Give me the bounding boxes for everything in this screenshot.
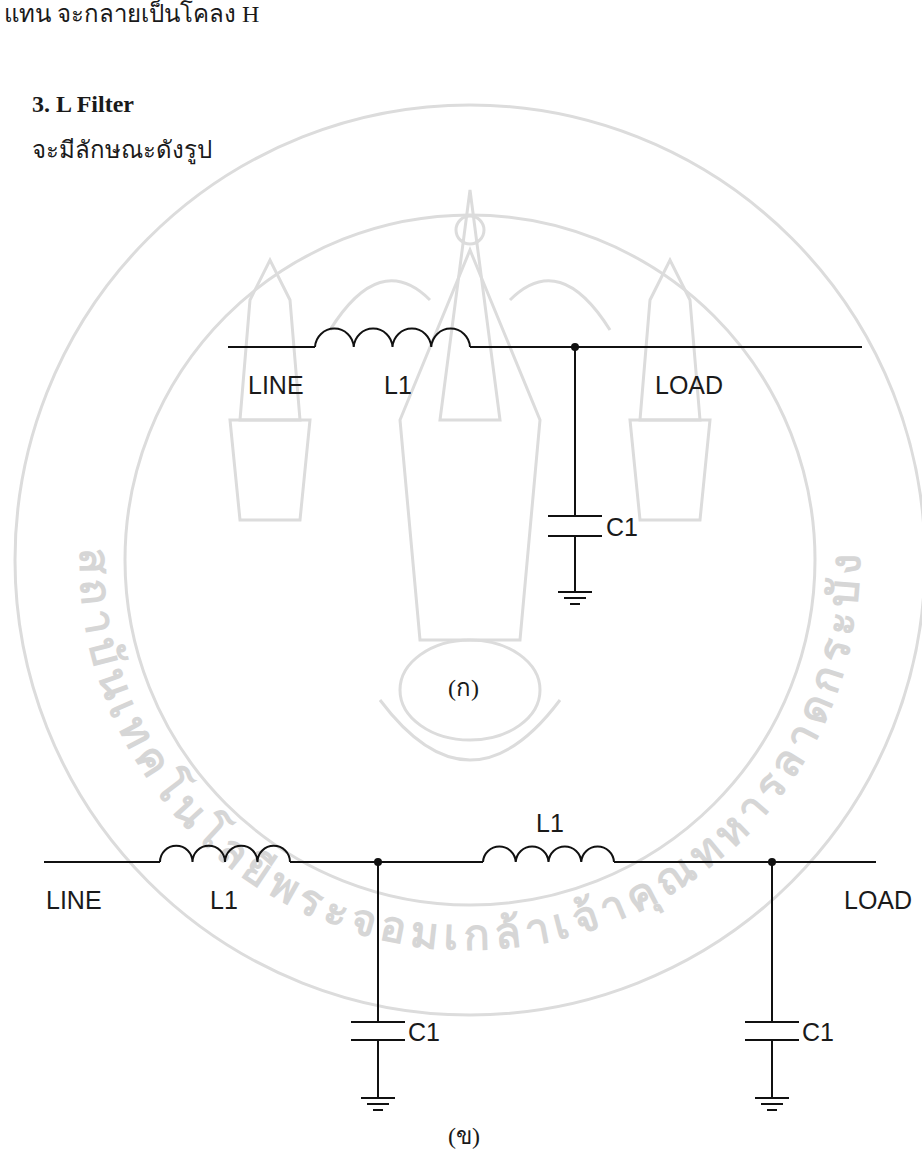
terminal-label: LINE xyxy=(46,885,102,915)
terminal-label: LINE xyxy=(248,370,304,400)
figure-label: (ก) xyxy=(448,674,479,703)
section-heading: 3. L Filter xyxy=(32,90,134,119)
component-label: C1 xyxy=(606,512,638,542)
body-text: แทน จะกลายเป็นโคลง H xyxy=(4,0,259,29)
component-label: C1 xyxy=(802,1017,834,1047)
terminal-label: LOAD xyxy=(844,885,912,915)
terminal-label: LOAD xyxy=(655,370,723,400)
component-label: L1 xyxy=(536,808,564,838)
circuit-b-wiring xyxy=(44,846,876,1110)
watermark-logo xyxy=(15,105,922,1015)
inductor-symbol xyxy=(315,329,470,347)
watermark-text-holder: สถาบันเทคโนโลยีพระจอมเกล้าเจ้าคุณทหารลาด… xyxy=(71,548,869,959)
inductor-symbol xyxy=(160,846,290,862)
component-label: L1 xyxy=(384,370,412,400)
body-text: จะมีลักษณะดังรูป xyxy=(32,136,212,165)
figure-label: (ข) xyxy=(448,1122,480,1151)
watermark-text: สถาบันเทคโนโลยีพระจอมเกล้าเจ้าคุณทหารลาด… xyxy=(71,548,869,959)
circuit-a-wiring xyxy=(228,329,862,604)
inductor-symbol xyxy=(483,847,614,862)
component-label: C1 xyxy=(408,1017,440,1047)
component-label: L1 xyxy=(210,885,238,915)
